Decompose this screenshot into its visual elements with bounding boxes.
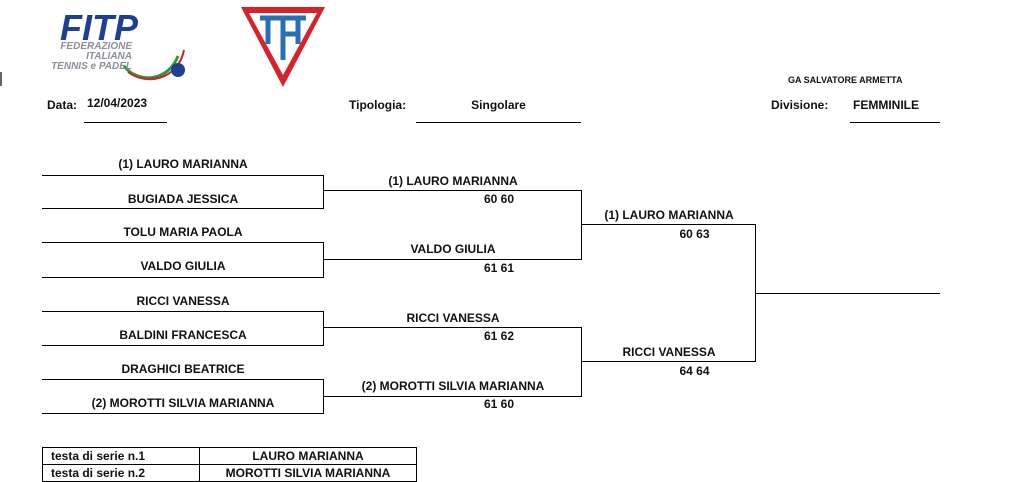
table-row: testa di serie n.2 MOROTTI SILVIA MARIAN… <box>42 464 417 482</box>
type-value: Singolare <box>471 98 526 112</box>
date-value: 12/04/2023 <box>87 96 148 110</box>
fitp-logo-graphic: FITP <box>60 7 185 81</box>
fitp-subtitle-2: ITALIANA <box>86 51 132 62</box>
r1-player-3: TOLU MARIA PAOLA <box>123 225 243 239</box>
r2-score-3: 61 62 <box>483 329 515 343</box>
type-underline <box>416 122 581 123</box>
division-label: Divisione: <box>771 98 829 112</box>
fitp-subtitle-1: FEDERAZIONE <box>60 41 132 52</box>
type-label: Tipologia: <box>349 98 407 112</box>
r3-player-2: RICCI VANESSA <box>622 345 716 359</box>
r2-player-1: (1) LAURO MARIANNA <box>388 174 518 188</box>
r3-score-1: 60 63 <box>679 227 710 241</box>
r1-player-4: VALDO GIULIA <box>140 259 226 273</box>
r3-player-1: (1) LAURO MARIANNA <box>604 208 734 222</box>
r1-player-1: (1) LAURO MARIANNA <box>118 157 248 171</box>
division-value: FEMMINILE <box>853 98 919 112</box>
r1-player-7: DRAGHICI BEATRICE <box>121 362 245 376</box>
fitp-subtitle-3: TENNIS e PADEL <box>51 61 132 72</box>
r1-player-6: BALDINI FRANCESCA <box>119 328 247 342</box>
referee-name: GA SALVATORE ARMETTA <box>788 75 903 85</box>
r2-player-3: RICCI VANESSA <box>406 311 500 325</box>
seed-name: LAURO MARIANNA <box>199 447 417 465</box>
division-underline <box>850 122 940 123</box>
fitp-logo-text: FITP <box>60 7 139 48</box>
date-underline <box>84 122 167 123</box>
seed-label: testa di serie n.2 <box>42 464 200 482</box>
date-label: Data: <box>47 98 78 112</box>
r2-player-2: VALDO GIULIA <box>410 242 496 256</box>
seeds-table: testa di serie n.1 LAURO MARIANNA testa … <box>42 447 417 482</box>
r2-score-1: 60 60 <box>483 192 515 206</box>
r2-player-4: (2) MOROTTI SILVIA MARIANNA <box>361 379 545 393</box>
r1-player-5: RICCI VANESSA <box>136 294 230 308</box>
table-row: testa di serie n.1 LAURO MARIANNA <box>42 447 417 465</box>
r2-score-2: 61 61 <box>483 261 515 275</box>
r2-score-4: 61 60 <box>483 397 515 411</box>
seed-label: testa di serie n.1 <box>42 447 200 465</box>
winner-line <box>756 293 940 294</box>
seed-name: MOROTTI SILVIA MARIANNA <box>199 464 417 482</box>
fitp-logo: FITP FEDERAZIONE ITALIANA TENNIS e PADEL <box>28 6 198 86</box>
left-edge-mark <box>0 72 2 86</box>
r1-player-2: BUGIADA JESSICA <box>127 192 239 206</box>
ftp-shield-logo <box>238 4 328 90</box>
r1-player-8: (2) MOROTTI SILVIA MARIANNA <box>91 396 275 410</box>
r3-score-2: 64 64 <box>679 364 710 378</box>
